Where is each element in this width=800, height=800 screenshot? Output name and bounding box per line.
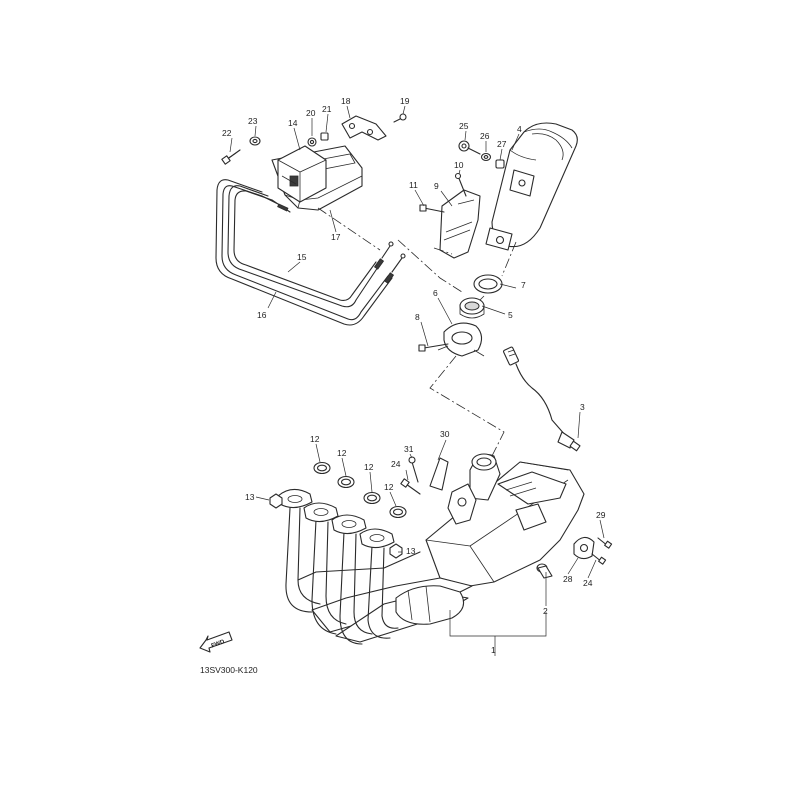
callout-1: 1 bbox=[491, 645, 496, 655]
callout-11: 11 bbox=[409, 180, 418, 190]
callout-12-first: 12 bbox=[310, 434, 320, 444]
callout-15: 15 bbox=[297, 252, 307, 262]
callout-27: 27 bbox=[497, 139, 507, 149]
bracket-part-18 bbox=[341, 115, 387, 141]
callout-6: 6 bbox=[433, 288, 438, 298]
exhaust-pipe-assembly-part-1 bbox=[277, 453, 585, 645]
callout-labels: 1 2 3 4 5 6 7 8 9 10 11 12 12 12 12 13 1… bbox=[222, 96, 606, 655]
exup-servo-assembly bbox=[221, 113, 407, 211]
callout-2: 2 bbox=[543, 606, 548, 616]
collar-part-21 bbox=[320, 132, 329, 141]
header-pipe-1 bbox=[285, 507, 321, 613]
callout-20: 20 bbox=[306, 108, 316, 118]
callout-24-lower: 24 bbox=[583, 578, 593, 588]
figure-code: 13SV300-K120 bbox=[200, 665, 258, 675]
callout-12-third: 12 bbox=[364, 462, 374, 472]
collar-part-27 bbox=[495, 159, 505, 169]
bolt-part-31 bbox=[411, 461, 419, 483]
bolt-part-10 bbox=[457, 175, 467, 197]
joint-parts bbox=[418, 274, 503, 357]
callout-10: 10 bbox=[454, 160, 464, 170]
fasteners bbox=[269, 456, 613, 565]
callout-30: 30 bbox=[440, 429, 450, 439]
callout-29: 29 bbox=[596, 510, 606, 520]
gaskets-part-12 bbox=[313, 461, 407, 519]
exup-cables bbox=[215, 179, 406, 326]
callout-26: 26 bbox=[480, 131, 490, 141]
bolt-part-8 bbox=[423, 343, 449, 349]
callout-13-right: 13 bbox=[406, 546, 416, 556]
callout-24-upper: 24 bbox=[391, 459, 401, 469]
bolt-part-24-upper bbox=[405, 483, 421, 495]
callout-12-fourth: 12 bbox=[384, 482, 394, 492]
header-pipe-3 bbox=[339, 531, 373, 645]
nut-part-13-left bbox=[269, 493, 283, 509]
stay-part-30 bbox=[429, 457, 449, 491]
cable-part-15 bbox=[227, 185, 381, 308]
exhaust-chamber bbox=[425, 461, 585, 587]
callout-8: 8 bbox=[415, 312, 420, 322]
callout-16: 16 bbox=[257, 310, 267, 320]
nut-part-13-right bbox=[389, 543, 403, 559]
fwd-label: FWD bbox=[211, 639, 227, 650]
callout-9: 9 bbox=[434, 181, 439, 191]
callout-22: 22 bbox=[222, 128, 232, 138]
leader-lines bbox=[229, 105, 605, 656]
protector-part-9 bbox=[439, 189, 481, 259]
header-pipe-4 bbox=[367, 545, 399, 639]
callout-4: 4 bbox=[517, 124, 522, 134]
callout-5: 5 bbox=[508, 310, 513, 320]
fwd-arrow-icon: FWD bbox=[199, 631, 233, 653]
callout-12-second: 12 bbox=[337, 448, 347, 458]
callout-28: 28 bbox=[563, 574, 573, 584]
cable-part-16 bbox=[215, 179, 393, 326]
callout-31: 31 bbox=[404, 444, 414, 454]
callout-25: 25 bbox=[459, 121, 469, 131]
header-pipe-2 bbox=[311, 519, 347, 635]
callout-3: 3 bbox=[580, 402, 585, 412]
callout-23: 23 bbox=[248, 116, 258, 126]
assembly-lines bbox=[317, 207, 517, 457]
bolt-part-11 bbox=[423, 207, 445, 213]
oxygen-sensor-part-3 bbox=[503, 346, 581, 452]
callout-14: 14 bbox=[288, 118, 298, 128]
callout-18: 18 bbox=[341, 96, 351, 106]
callout-13-left: 13 bbox=[245, 492, 255, 502]
callout-19: 19 bbox=[400, 96, 410, 106]
callout-17: 17 bbox=[331, 232, 341, 242]
callout-21: 21 bbox=[322, 104, 332, 114]
servo-motor-part-14 bbox=[277, 145, 327, 203]
muffler-assembly bbox=[419, 122, 578, 259]
callout-7: 7 bbox=[521, 280, 526, 290]
